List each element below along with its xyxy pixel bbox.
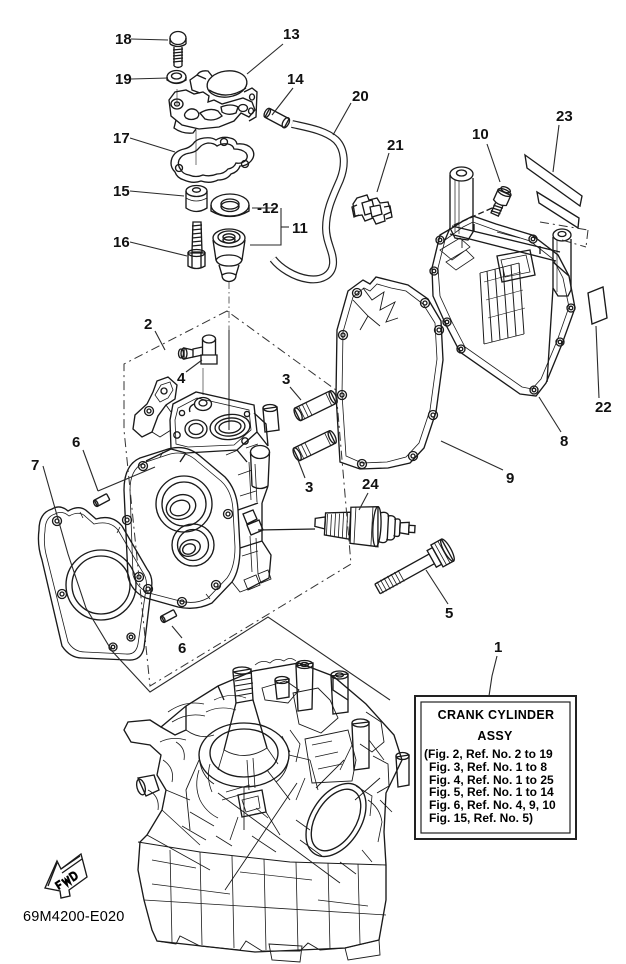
svg-text:17: 17 [113,130,130,147]
svg-text:CRANK CYLINDER: CRANK CYLINDER [438,708,555,722]
svg-text:8: 8 [560,433,568,450]
svg-text:ASSY: ASSY [477,729,513,743]
svg-text:9: 9 [506,470,514,487]
svg-text:20: 20 [352,88,369,105]
svg-text:15: 15 [113,183,130,200]
svg-text:6: 6 [178,640,186,657]
svg-text:10: 10 [472,126,489,143]
svg-text:1: 1 [494,639,502,656]
svg-text:19: 19 [115,71,132,88]
svg-text:2: 2 [144,316,152,333]
svg-text:Fig. 4, Ref. No. 1 to 25: Fig. 4, Ref. No. 1 to 25 [429,773,554,787]
svg-text:(Fig. 2, Ref. No. 2 to 19: (Fig. 2, Ref. No. 2 to 19 [424,747,553,761]
svg-text:23: 23 [556,108,573,125]
svg-text:24: 24 [362,476,379,493]
svg-text:22: 22 [595,399,612,416]
svg-text:Fig. 3, Ref. No. 1 to 8: Fig. 3, Ref. No. 1 to 8 [429,760,547,774]
svg-text:18: 18 [115,31,132,48]
svg-text:14: 14 [287,71,304,88]
svg-text:21: 21 [387,137,404,154]
svg-text:3: 3 [282,371,290,388]
svg-text:6: 6 [72,434,80,451]
svg-text:69M4200-E020: 69M4200-E020 [23,909,125,925]
svg-text:4: 4 [177,370,186,387]
svg-text:Fig. 6, Ref. No. 4, 9, 10: Fig. 6, Ref. No. 4, 9, 10 [429,798,556,812]
svg-text:Fig. 5, Ref. No. 1 to 14: Fig. 5, Ref. No. 1 to 14 [429,785,554,799]
svg-text:3: 3 [305,479,313,496]
svg-text:11: 11 [292,220,308,237]
svg-text:5: 5 [445,605,453,622]
svg-text:13: 13 [283,26,300,43]
svg-text:Fig. 15, Ref. No. 5): Fig. 15, Ref. No. 5) [429,811,533,825]
svg-text:7: 7 [31,457,39,474]
svg-text:16: 16 [113,234,130,251]
